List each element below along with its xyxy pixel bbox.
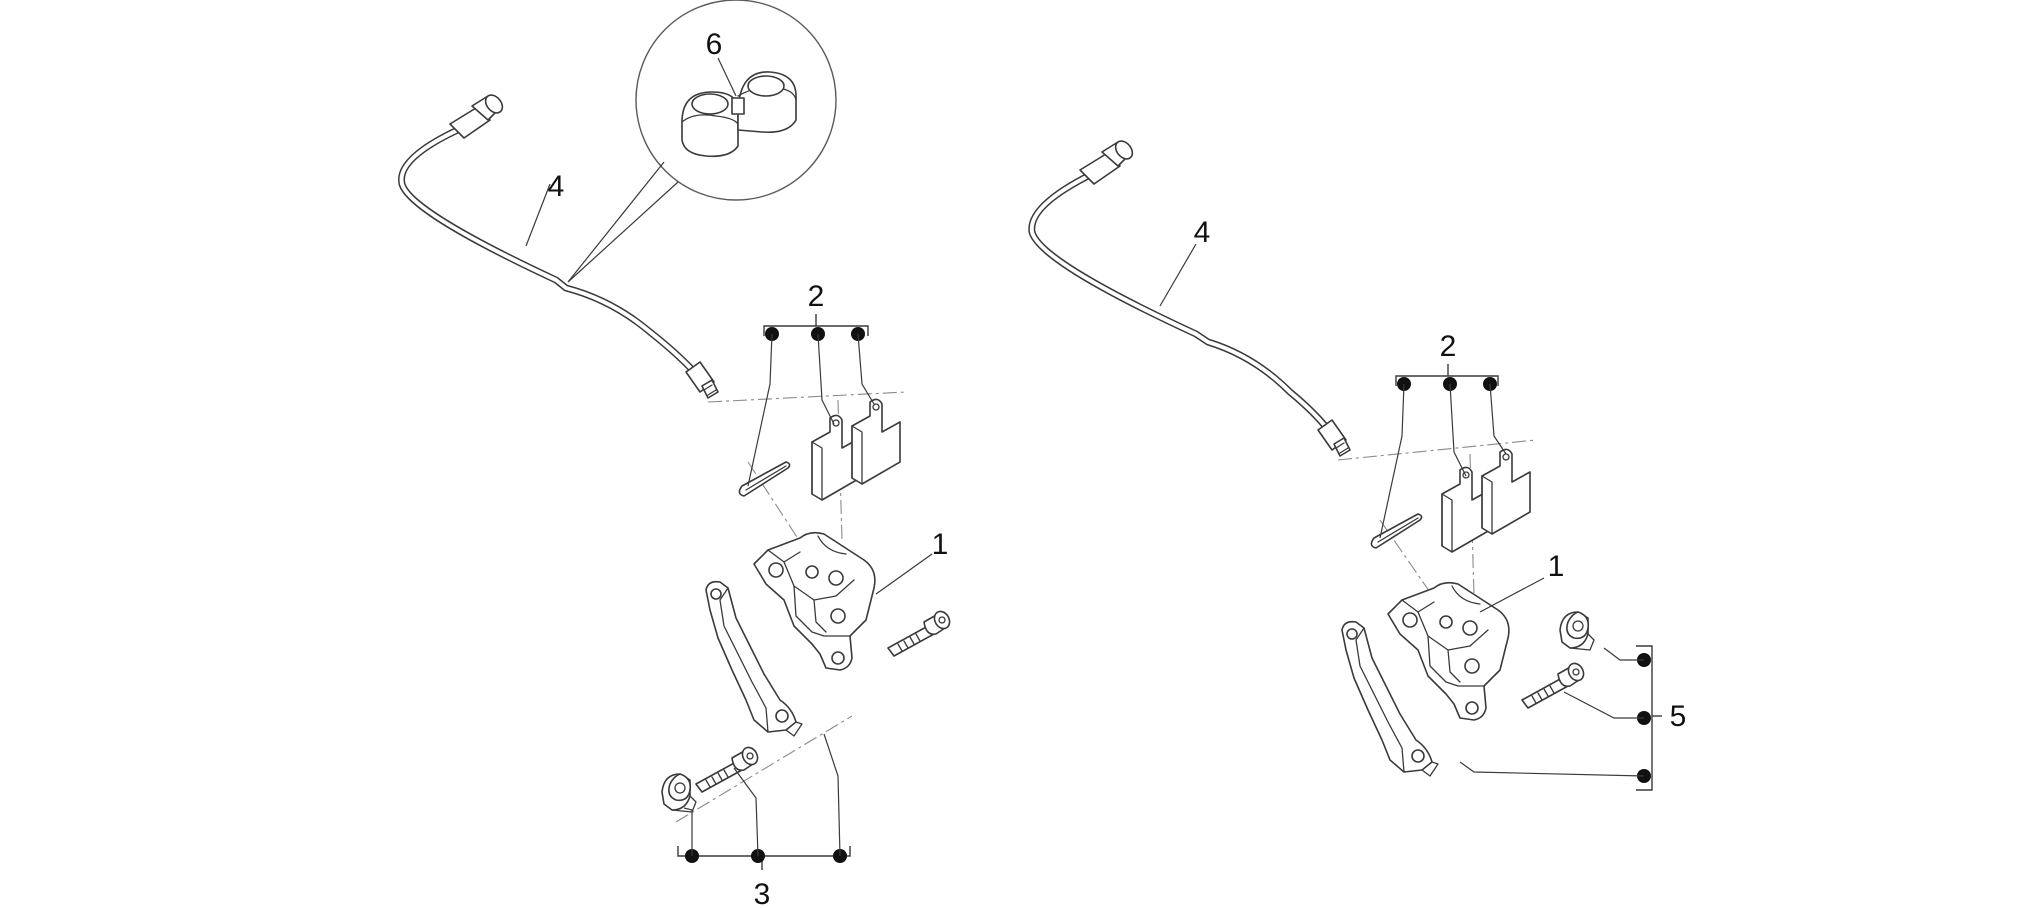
callout-left-pads: 2 — [808, 280, 825, 313]
callout-right-pads: 2 — [1440, 330, 1457, 363]
callout-right-mount: 5 — [1670, 700, 1687, 733]
left-assembly: 6 4 — [398, 0, 954, 908]
right-hose-clamp-icon — [1559, 611, 1595, 651]
left-caliper — [753, 531, 876, 671]
callout-right-hose: 4 — [1194, 216, 1211, 249]
hose-fitting-bottom-icon — [685, 361, 719, 399]
left-caliper-bolt-icon — [887, 607, 954, 657]
hose-fitting-bottom-icon — [1317, 419, 1351, 457]
hose-clip-icon — [681, 71, 797, 158]
right-caliper — [1387, 581, 1510, 721]
right-brake-hose — [1028, 140, 1351, 457]
right-pads-bracket — [1379, 364, 1507, 539]
left-brake-hose — [398, 94, 719, 399]
hose-fitting-top-icon — [1079, 140, 1134, 185]
hose-fitting-top-icon — [449, 94, 504, 139]
left-pads-bracket — [747, 314, 875, 487]
right-caliper-bolt-icon — [1521, 659, 1588, 709]
left-hose-clamp-icon — [661, 773, 697, 813]
callout-hose-clip: 6 — [706, 28, 723, 61]
left-mount-bracket — [677, 733, 851, 870]
right-assembly: 4 2 1 — [1028, 140, 1687, 791]
right-mount-bracket — [1459, 645, 1662, 791]
hose-clip-detail: 6 — [567, 0, 837, 283]
callout-left-hose: 4 — [548, 170, 565, 203]
callout-left-caliper: 1 — [932, 528, 949, 561]
callout-right-caliper: 1 — [1548, 550, 1565, 583]
left-adapter-bolt-icon — [695, 743, 762, 793]
callout-left-mount: 3 — [754, 878, 771, 908]
